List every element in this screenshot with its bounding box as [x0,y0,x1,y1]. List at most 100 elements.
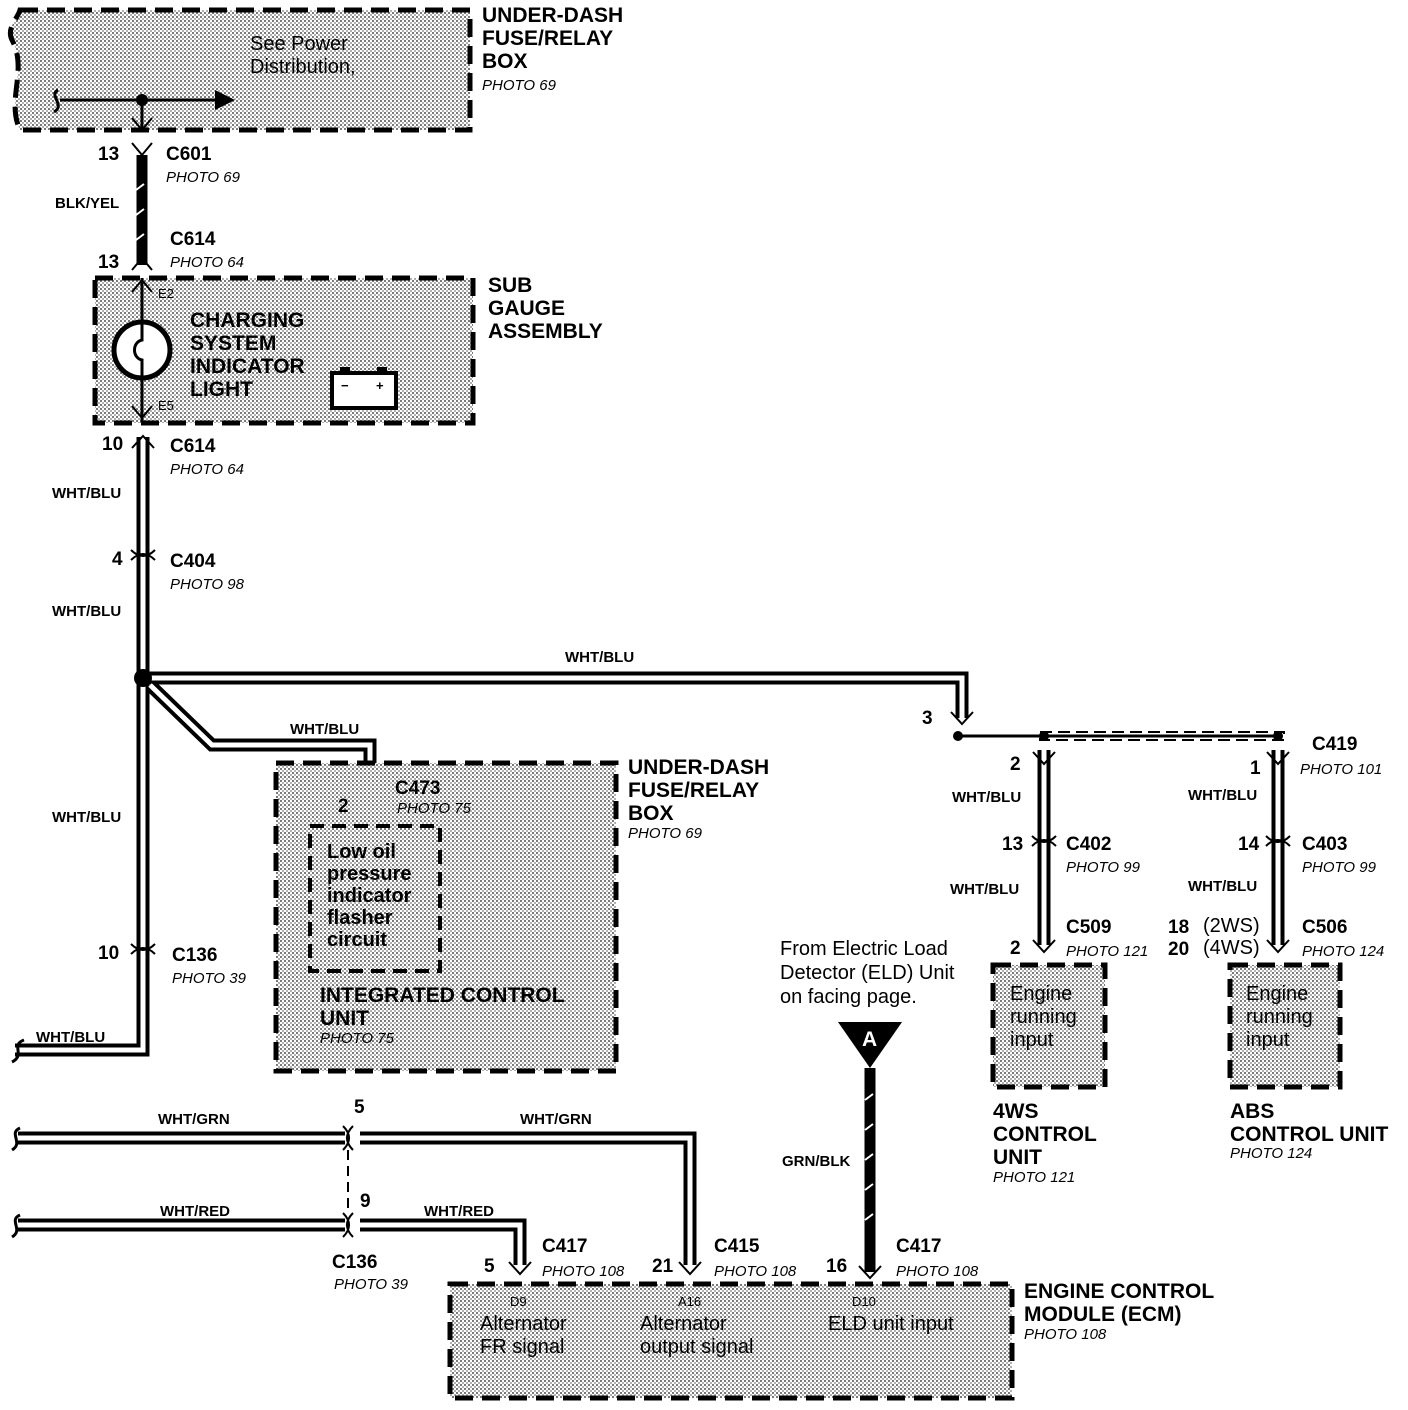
break-grn-icon [11,1126,21,1152]
c419-photo: PHOTO 101 [1300,761,1382,778]
4ws-unit-outline [990,962,1108,1090]
c601-photo: PHOTO 69 [166,169,241,186]
4ws-title-3: UNIT [993,1146,1042,1169]
wire-label-wht-grn-1: WHT/GRN [158,1111,230,1128]
c136-mid-pin-grn: 5 [354,1097,365,1118]
c402-name: C402 [1066,834,1111,855]
c506-connector-icon [1266,939,1290,954]
c506-photo: PHOTO 124 [1302,943,1384,960]
break-red-icon [11,1213,21,1239]
e2-arrow-icon [131,278,153,293]
c419-name: C419 [1312,734,1357,755]
bus-arrow-icon [215,90,235,110]
c614-top-pin: 13 [98,252,119,273]
sub-gauge-title-1: SUB [488,274,532,297]
battery-neg-sign: − [341,378,349,393]
icu-photo: PHOTO 75 [320,1030,395,1047]
power-dist-note-2: Distribution, [250,56,356,78]
icu-title-1: INTEGRATED CONTROL [320,984,565,1007]
c136-red-connector-icon [342,1212,354,1238]
icu-title-2: UNIT [320,1007,369,1030]
wire-label-wht-blu-5: WHT/BLU [52,809,121,826]
c403-connector-icon [1265,835,1291,847]
c614-bottom-photo: PHOTO 64 [170,461,244,478]
c404-name: C404 [170,551,216,572]
wire-label-wht-blu-8: WHT/BLU [1188,787,1257,804]
c415-pin: 21 [652,1256,674,1277]
wire-label-wht-blu-4: WHT/BLU [290,721,359,738]
fuse-box-top-title-3: BOX [482,50,528,73]
wire-label-blk-yel: BLK/YEL [55,195,119,212]
c136-left-name: C136 [172,945,217,966]
flasher-label-5: circuit [327,929,387,951]
c136-left-connector-icon [130,943,156,955]
wire-label-wht-blu-7: WHT/BLU [952,789,1021,806]
ecm-term-a16-label-2: output signal [640,1336,753,1358]
c415-name: C415 [714,1236,760,1257]
grn-blk-wire [858,1068,882,1280]
splice-4ws [1039,731,1049,741]
fuse-box-top-title-1: UNDER-DASH [482,4,623,27]
c506-var-b: (4WS) [1203,937,1260,959]
c509-photo: PHOTO 121 [1066,943,1148,960]
c601-connector-icon [131,142,153,157]
eld-note-3: on facing page. [780,986,917,1008]
wht-blu-main-wire [11,434,974,1064]
wht-blu-splice [134,669,152,687]
c417-a-pin: 5 [484,1256,495,1277]
c417-a-connector-icon [508,1261,532,1276]
c136-mid-photo: PHOTO 39 [334,1276,409,1293]
c509-name: C509 [1066,917,1111,938]
c403-name: C403 [1302,834,1347,855]
eld-ref-letter: A [862,1028,877,1051]
abs-title-2: CONTROL UNIT [1230,1123,1388,1146]
fuse-box-mid-title-3: BOX [628,802,674,825]
abs-inner-3: input [1246,1029,1290,1051]
ecm-title-2: MODULE (ECM) [1024,1303,1181,1326]
c417-a-name: C417 [542,1236,587,1257]
battery-terminal-pos [377,367,387,373]
sub-gauge-assembly: E2 E5 CHARGING SYSTEM INDICATOR LIGHT − … [92,274,603,426]
c506-pin-b: 20 [1168,939,1189,960]
c404-photo: PHOTO 98 [170,576,245,593]
wht-red-wire [11,1212,532,1276]
4ws-title-1: 4WS [993,1100,1039,1123]
ecm-title-1: ENGINE CONTROL [1024,1280,1214,1303]
eld-ref-triangle-icon [838,1022,902,1068]
c404-pin: 4 [112,549,123,570]
icu-outline [273,760,619,1074]
c614-top-name: C614 [170,229,216,250]
e5-arrow-icon [131,405,153,420]
abs-inner-1: Engine [1246,983,1308,1005]
4ws-photo: PHOTO 121 [993,1169,1075,1186]
c601-name: C601 [166,144,212,165]
wht-grn-wire [11,1125,702,1276]
wire-label-wht-red-1: WHT/RED [160,1203,230,1220]
flasher-label-4: flasher [327,907,393,929]
fuse-box-top-photo: PHOTO 69 [482,77,557,94]
wire-label-wht-grn-2: WHT/GRN [520,1111,592,1128]
abs-inner-2: running [1246,1006,1313,1028]
fuse-relay-box-top: See Power Distribution, UNDER-DASH FUSE/… [7,4,623,133]
c473-pin: 2 [338,796,349,817]
ecm-term-a16-label-1: Alternator [640,1313,727,1335]
c402-photo: PHOTO 99 [1066,859,1141,876]
flasher-label-2: pressure [327,863,412,885]
c614-bottom-connector-icon [131,434,155,449]
c136-mid-pin-red: 9 [360,1191,371,1212]
ecm-term-a16: A16 [678,1294,701,1309]
lamp-label-1: CHARGING [190,309,304,332]
fuse-box-mid-photo: PHOTO 69 [628,825,703,842]
c614-bottom-pin: 10 [102,434,123,455]
ecm-term-d10: D10 [852,1294,876,1309]
wire-label-wht-red-2: WHT/RED [424,1203,494,1220]
sub-gauge-title-3: ASSEMBLY [488,320,603,343]
bulb-filament-icon [133,322,144,378]
flasher-circuit-box [308,824,442,973]
c415-photo: PHOTO 108 [714,1263,797,1280]
4ws-inner-3: input [1010,1029,1054,1051]
wire-label-grn-blk: GRN/BLK [782,1153,850,1170]
c614-top-photo: PHOTO 64 [170,254,244,271]
battery-icon [330,371,398,410]
